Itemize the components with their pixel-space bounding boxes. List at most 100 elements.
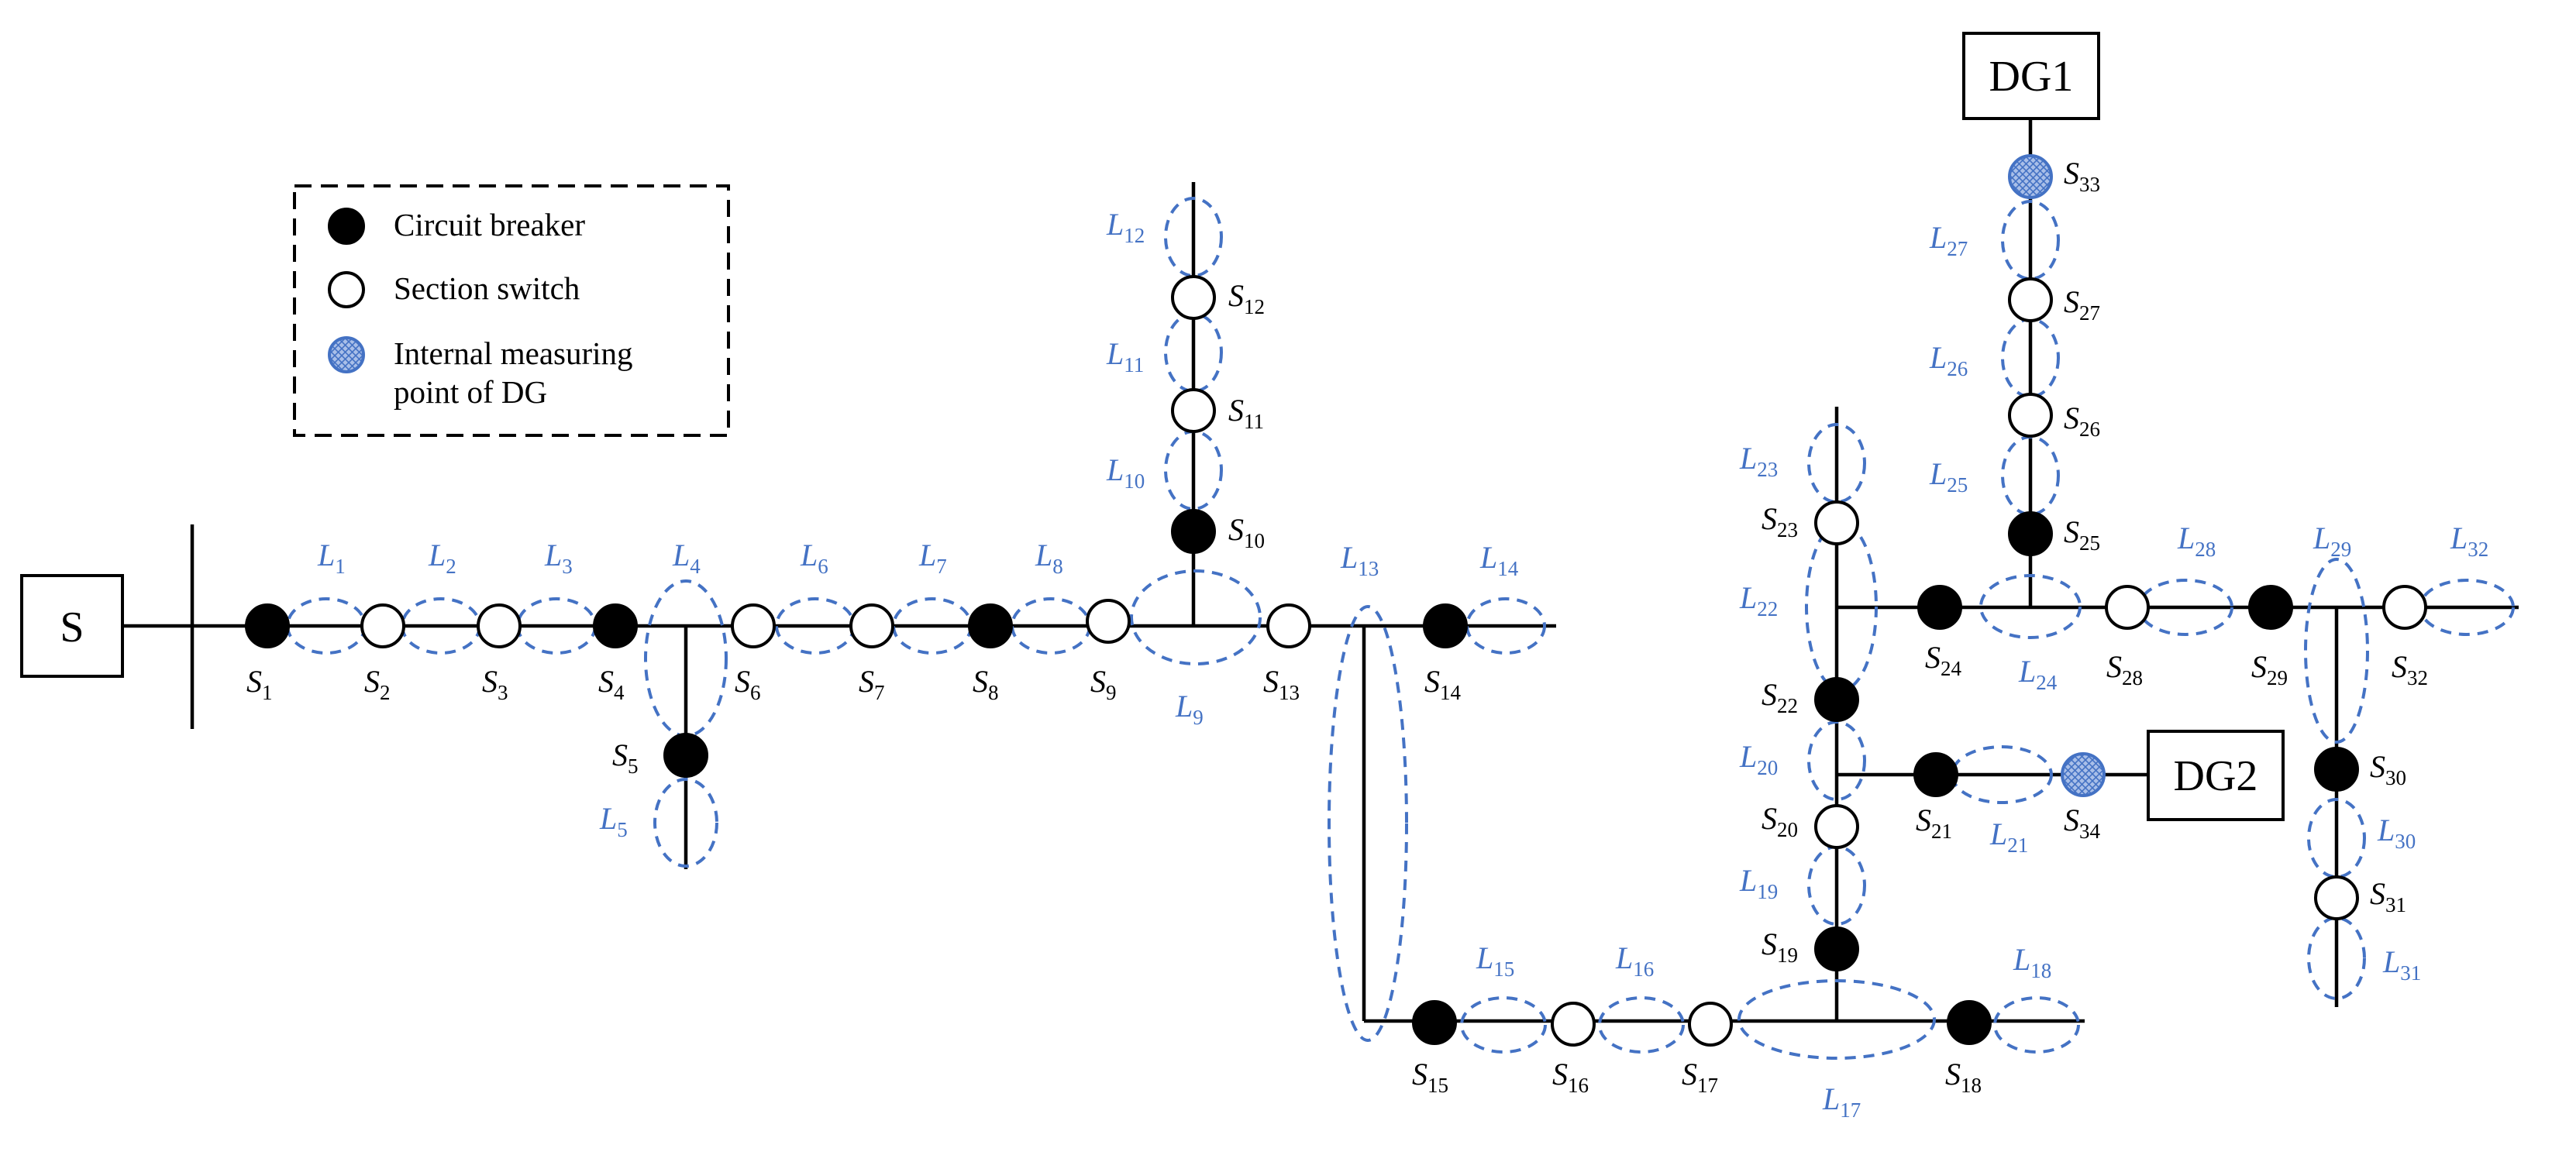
switch-s32: [2382, 585, 2427, 630]
switch-label-s2: S2: [364, 664, 391, 704]
segment-l27-boundary: [2001, 200, 2060, 280]
legend: Circuit breaker Section switch Internal …: [293, 184, 730, 437]
switch-s24: [1917, 585, 1962, 630]
segment-label-l9: L9: [1175, 689, 1204, 729]
switch-label-s24: S24: [1925, 640, 1962, 680]
switch-s10: [1171, 509, 1216, 554]
segment-label-l19: L19: [1739, 863, 1778, 903]
switch-label-s25: S25: [2064, 514, 2100, 555]
segment-l9-boundary: [1130, 569, 1262, 665]
segment-labels: L1 L2 L3 L4 L5 L6 L7 L8 L9 L10 L11 L12 L…: [317, 207, 2488, 1122]
switch-label-s5: S5: [612, 737, 639, 778]
segment-l23-boundary: [1807, 423, 1866, 504]
segment-label-l14: L14: [1479, 540, 1519, 580]
source-label: S: [60, 603, 84, 651]
switch-label-s23: S23: [1762, 501, 1798, 541]
segment-label-l26: L26: [1929, 340, 1968, 380]
segment-label-l15: L15: [1476, 940, 1514, 981]
switch-label-s32: S32: [2392, 649, 2428, 689]
switch-s28: [2105, 585, 2150, 630]
switch-label-s29: S29: [2251, 649, 2288, 689]
switch-label-s3: S3: [482, 664, 508, 704]
legend-measuring-point-label-line2: point of DG: [394, 374, 547, 410]
switch-s13: [1266, 603, 1311, 648]
switch-label-s11: S11: [1228, 393, 1264, 433]
segment-label-l17: L17: [1822, 1081, 1861, 1122]
switch-s18: [1947, 1000, 1992, 1045]
switch-label-s10: S10: [1228, 512, 1265, 552]
segment-label-l8: L8: [1035, 538, 1063, 578]
segment-l18-boundary: [1993, 996, 2080, 1054]
switch-label-s15: S15: [1412, 1057, 1448, 1097]
switch-s34: [2061, 752, 2106, 797]
switch-label-s33: S33: [2064, 156, 2100, 196]
segment-l21-boundary: [1951, 745, 2053, 804]
switch-s29: [2248, 585, 2293, 630]
switch-label-s13: S13: [1263, 664, 1300, 704]
segment-label-l6: L6: [800, 538, 828, 578]
switch-s19: [1814, 927, 1859, 971]
segment-label-l28: L28: [2177, 521, 2216, 561]
switch-label-s4: S4: [598, 664, 625, 704]
switch-label-s34: S34: [2064, 803, 2101, 843]
switch-s5: [663, 733, 708, 778]
switch-label-s22: S22: [1762, 677, 1798, 717]
switch-label-s21: S21: [1916, 803, 1952, 843]
switch-label-s1: S1: [246, 664, 273, 704]
source-box: S: [20, 574, 124, 678]
segment-label-l20: L20: [1739, 739, 1778, 779]
switch-s16: [1551, 1002, 1596, 1047]
switch-s22: [1814, 677, 1859, 722]
switch-label-s19: S19: [1762, 927, 1798, 967]
dg2-box: DG2: [2147, 730, 2285, 821]
switch-s20: [1814, 804, 1859, 849]
switch-s30: [2314, 747, 2359, 792]
switch-label-s16: S16: [1552, 1057, 1589, 1097]
legend-section-switch-label: Section switch: [394, 270, 580, 306]
segment-label-l18: L18: [2013, 942, 2051, 982]
segment-label-l7: L7: [918, 538, 947, 578]
segment-label-l3: L3: [544, 538, 573, 578]
segment-label-l22: L22: [1739, 580, 1778, 621]
measuring-point-icon: [328, 336, 365, 373]
switch-label-s28: S28: [2106, 649, 2143, 689]
segment-label-l31: L31: [2382, 944, 2421, 985]
switch-s1: [245, 603, 290, 648]
segment-label-l30: L30: [2377, 813, 2416, 853]
switch-label-s7: S7: [859, 664, 885, 704]
segment-label-l23: L23: [1739, 441, 1778, 481]
switch-label-s26: S26: [2064, 401, 2100, 441]
switch-s7: [849, 603, 894, 648]
dg1-box: DG1: [1962, 32, 2100, 120]
segment-label-l25: L25: [1929, 456, 1968, 497]
switch-label-s30: S30: [2370, 749, 2406, 789]
switch-s11: [1171, 388, 1216, 433]
switch-label-s31: S31: [2370, 876, 2406, 916]
legend-frame: [293, 184, 730, 437]
segment-l30-boundary: [2307, 798, 2366, 878]
switch-s21: [1913, 752, 1958, 797]
switch-s33: [2008, 154, 2053, 199]
segment-label-l21: L21: [1989, 816, 2028, 857]
switch-s12: [1171, 275, 1216, 320]
segment-label-l11: L11: [1106, 336, 1144, 376]
switch-label-s27: S27: [2064, 284, 2100, 325]
switch-s14: [1423, 603, 1468, 648]
segment-label-l24: L24: [2018, 654, 2058, 694]
switch-s9: [1086, 599, 1131, 644]
segment-l5-boundary: [653, 778, 718, 868]
switch-label-s20: S20: [1762, 801, 1798, 841]
segment-l29-boundary: [2304, 558, 2369, 744]
segment-l13-boundary: [1328, 605, 1408, 1042]
switch-label-s14: S14: [1424, 664, 1462, 704]
segment-label-l16: L16: [1615, 940, 1654, 981]
switch-label-s18: S18: [1945, 1057, 1982, 1097]
segment-l16-boundary: [1598, 996, 1685, 1054]
segment-l15-boundary: [1460, 996, 1547, 1054]
segment-label-l10: L10: [1106, 452, 1145, 493]
switch-s27: [2008, 277, 2053, 322]
segment-l17-boundary: [1737, 979, 1936, 1060]
switch-label-s6: S6: [735, 664, 761, 704]
switch-s23: [1814, 500, 1859, 545]
